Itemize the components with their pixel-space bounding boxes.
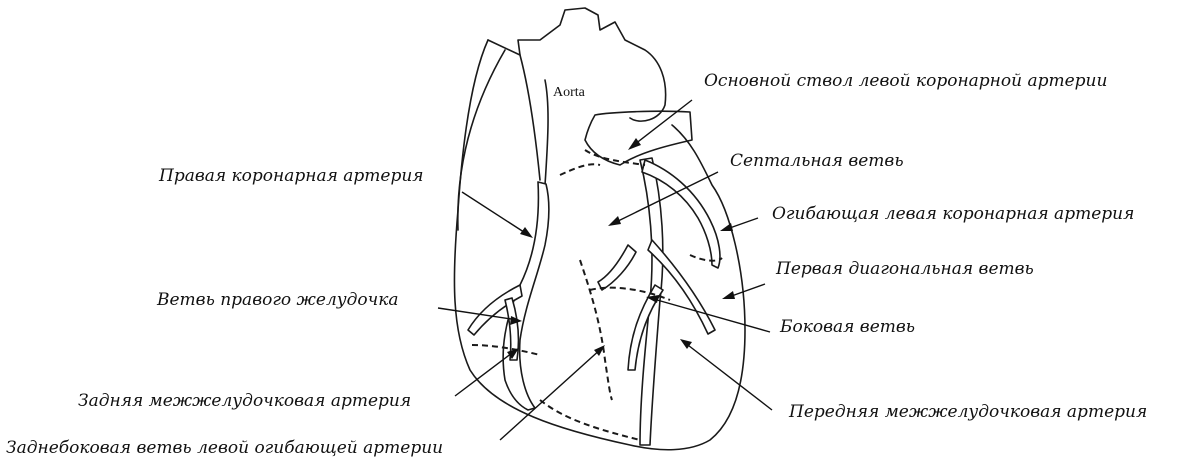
leader-anterior-interventricular [680,339,772,410]
aorta-outline [488,8,666,121]
label-lateral: Боковая ветвь [780,317,915,337]
label-circumflex: Огибающая левая коронарная артерия [772,204,1134,224]
aorta-label: Aorta [553,85,585,101]
label-posterior-interventricular: Задняя межжелудочковая артерия [78,391,411,411]
dashed-vessel-5 [540,400,640,440]
label-rv-branch: Ветвь правого желудочка [157,290,399,310]
leader-right-coronary [462,192,533,238]
aortic-arch [545,80,548,185]
svc-outline [520,55,540,180]
label-posterolateral: Заднебоковая ветвь левой огибающей артер… [6,438,443,458]
label-left-main: Основной ствол левой коронарной артерии [704,71,1107,91]
pulmonary-trunk [585,111,692,165]
leader-circumflex [720,218,758,231]
dashed-vessel-2 [560,164,600,175]
label-anterior-interventricular: Передняя межжелудочковая артерия [789,402,1147,422]
heart-outline [454,40,745,450]
label-septal: Септальная ветвь [730,151,904,171]
septal-vessel [598,245,636,290]
label-first-diagonal: Первая диагональная ветвь [776,259,1034,279]
label-right-coronary: Правая коронарная артерия [159,166,424,186]
